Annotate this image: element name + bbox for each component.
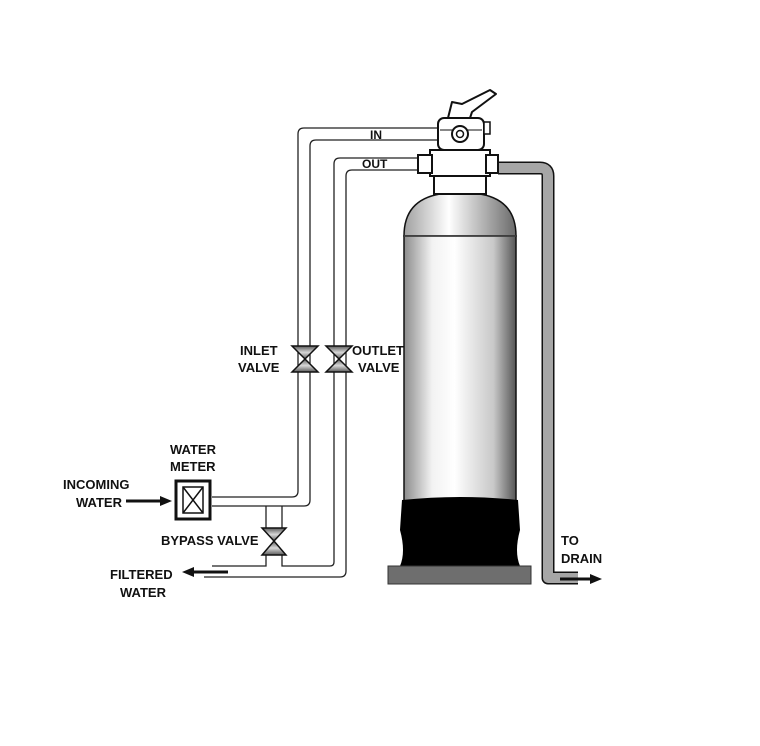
label-water-meter-2: METER: [170, 459, 216, 474]
inlet-pipe-outer: [212, 127, 448, 498]
label-outlet-valve-1: OUTLET: [352, 343, 404, 358]
bypass-valve-symbol: [260, 527, 288, 556]
label-outlet-valve-2: VALVE: [358, 360, 400, 375]
base-plate: [387, 565, 532, 585]
water-meter: [174, 479, 212, 521]
label-incoming-water-2: WATER: [76, 495, 123, 510]
outlet-valve-symbol: [324, 345, 354, 373]
label-filtered-water-1: FILTERED: [110, 567, 173, 582]
label-bypass-valve: BYPASS VALVE: [161, 533, 259, 548]
label-inlet-valve-2: VALVE: [238, 360, 280, 375]
valve-handle: [447, 89, 497, 119]
bypass-pipe: [212, 506, 283, 567]
incoming-arrowhead: [160, 496, 172, 506]
outlet-pipe-bottom: [281, 555, 335, 567]
label-inlet-valve-1: INLET: [240, 343, 278, 358]
filtered-arrowhead: [182, 567, 194, 577]
label-incoming-water-1: INCOMING: [63, 477, 129, 492]
label-to-drain-1: TO: [561, 533, 579, 548]
outlet-pipe-inner: [204, 169, 420, 578]
control-valve-head: [417, 89, 499, 195]
drain-pipe-fill: [498, 163, 578, 583]
inlet-pipe-inner: [212, 139, 448, 507]
label-filtered-water-2: WATER: [120, 585, 167, 600]
label-in: IN: [370, 128, 382, 142]
outlet-pipe-outer: [333, 157, 420, 562]
label-to-drain-2: DRAIN: [561, 551, 602, 566]
drain-arrowhead: [590, 574, 602, 584]
label-water-meter-1: WATER: [170, 442, 217, 457]
label-out: OUT: [362, 157, 388, 171]
inlet-valve-symbol: [290, 345, 320, 373]
filter-tank: [387, 193, 532, 585]
tank-base: [400, 497, 520, 566]
